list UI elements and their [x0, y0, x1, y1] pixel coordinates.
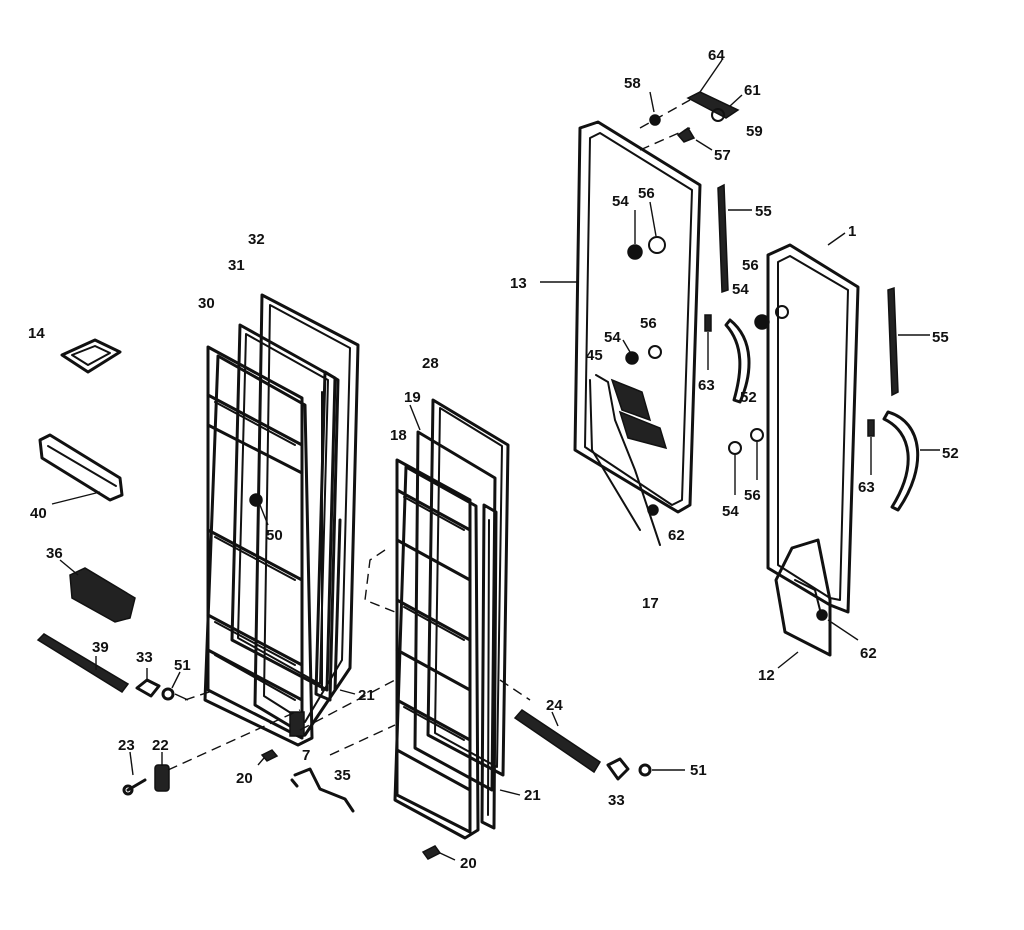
callout-56-b: 56 — [640, 315, 657, 332]
part-63-clips — [704, 314, 875, 475]
callout-7: 7 — [302, 747, 310, 764]
part-20-screws — [257, 749, 456, 861]
callout-56-d: 56 — [744, 487, 761, 504]
callout-57: 57 — [714, 147, 731, 164]
assembly-dashed-lines — [167, 549, 531, 771]
callout-50: 50 — [266, 527, 283, 544]
part-39-strip — [36, 633, 130, 693]
part-50-fastener — [249, 493, 269, 526]
part-45-dispenser — [610, 378, 668, 450]
callout-1: 1 — [848, 223, 856, 240]
callout-22: 22 — [152, 737, 169, 754]
callout-24: 24 — [546, 697, 563, 714]
part-19-liner — [409, 404, 497, 792]
callout-51-right: 51 — [690, 762, 707, 779]
part-12-hinge-plate — [774, 538, 832, 669]
part-17-dispenser-plate — [589, 374, 661, 546]
callout-35: 35 — [334, 767, 351, 784]
callout-21-left: 21 — [358, 687, 375, 704]
callout-54-a: 54 — [612, 193, 629, 210]
part-31-liner — [230, 323, 337, 692]
callout-51-left: 51 — [174, 657, 191, 674]
callout-54-b: 54 — [604, 329, 621, 346]
callout-32: 32 — [248, 231, 265, 248]
callout-36: 36 — [46, 545, 63, 562]
callout-54-d: 54 — [722, 503, 739, 520]
callout-13: 13 — [510, 275, 527, 292]
callout-56-c: 56 — [742, 257, 759, 274]
callout-20-right: 20 — [460, 855, 477, 872]
callout-17: 17 — [642, 595, 659, 612]
part-40-handle-trim — [38, 433, 124, 505]
part-32-gasket — [253, 293, 360, 737]
part-55-hinge-bars — [717, 183, 930, 397]
part-1-outer-door — [766, 232, 860, 614]
callout-52-left: 52 — [740, 389, 757, 406]
part-13-outer-door — [540, 120, 702, 514]
callout-labels: 1 7 12 13 14 17 18 19 20 20 21 21 22 23 … — [28, 47, 959, 872]
part-7-bracket — [289, 711, 305, 737]
callout-39: 39 — [92, 639, 109, 656]
callout-31: 31 — [228, 257, 245, 274]
part-54-56-hinge-pins — [622, 201, 789, 495]
part-18-inner-door — [393, 458, 498, 840]
part-33-51-right-hinge — [606, 757, 685, 781]
part-21-strips — [333, 518, 521, 796]
callout-56-a: 56 — [638, 185, 655, 202]
callout-62-left: 62 — [668, 527, 685, 544]
callout-63-right: 63 — [858, 479, 875, 496]
callout-20-left: 20 — [236, 770, 253, 787]
part-58-64-top-hardware — [639, 59, 743, 151]
callout-18: 18 — [390, 427, 407, 444]
callout-58: 58 — [624, 75, 641, 92]
callout-23: 23 — [118, 737, 135, 754]
callout-19: 19 — [404, 389, 421, 406]
part-22-23-bracket — [122, 751, 170, 796]
part-62-screws — [647, 504, 859, 641]
callout-33-left: 33 — [136, 649, 153, 666]
callout-63-left: 63 — [698, 377, 715, 394]
callout-52-right: 52 — [942, 445, 959, 462]
part-36-basket — [59, 559, 136, 623]
callout-28: 28 — [422, 355, 439, 372]
callout-45: 45 — [586, 347, 603, 364]
callout-61: 61 — [744, 82, 761, 99]
callout-55-left: 55 — [755, 203, 772, 220]
callout-59: 59 — [746, 123, 763, 140]
callout-62-right: 62 — [860, 645, 877, 662]
callout-64: 64 — [708, 47, 725, 64]
callout-21-right: 21 — [524, 787, 541, 804]
part-35-wire — [290, 767, 355, 813]
callout-55-right: 55 — [932, 329, 949, 346]
callout-12: 12 — [758, 667, 775, 684]
callout-54-c: 54 — [732, 281, 749, 298]
part-24-spring — [513, 709, 602, 774]
part-14-shelf-cover — [60, 338, 122, 374]
callout-40: 40 — [30, 505, 47, 522]
callout-33-right: 33 — [608, 792, 625, 809]
part-30-inner-door — [203, 345, 340, 747]
part-52-hinge-arms — [724, 318, 940, 512]
callout-30: 30 — [198, 295, 215, 312]
callout-14: 14 — [28, 325, 45, 342]
